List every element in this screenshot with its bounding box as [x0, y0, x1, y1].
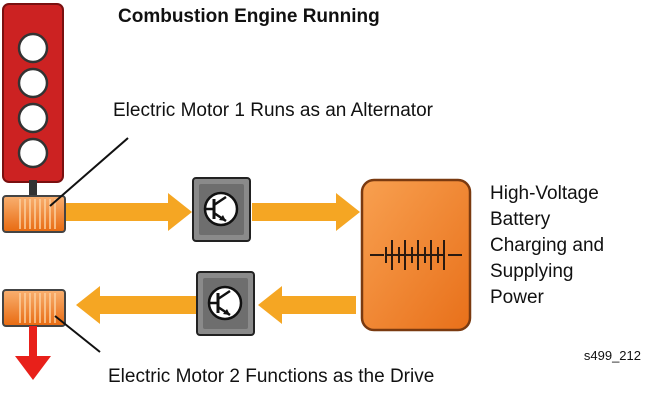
battery-label-line: Supplying [490, 261, 574, 282]
inverter1-transistor-icon [192, 177, 251, 242]
flow-arrow-inverter-to-battery [252, 193, 360, 231]
motor2-icon [2, 289, 66, 327]
motor2-label: Electric Motor 2 Functions as the Drive [108, 366, 435, 387]
battery-label-line: Battery [490, 209, 551, 230]
motor2-leader-line [54, 315, 101, 353]
motor1-label: Electric Motor 1 Runs as an Alternator [113, 100, 433, 121]
battery-label-line: Charging and [490, 235, 605, 256]
figure-id: s499_212 [583, 348, 641, 363]
flow-arrow-battery-to-inverter [258, 286, 356, 324]
motor1-icon [2, 195, 66, 233]
battery-label: High-Voltage Battery Charging and Supply… [490, 181, 650, 311]
engine-icon [2, 3, 64, 200]
battery-label-line: High-Voltage [490, 183, 599, 204]
flow-arrow-inverter-to-motor2 [76, 286, 196, 324]
flow-arrow-motor1-to-inverter [66, 193, 192, 231]
battery-icon [360, 178, 472, 332]
motor1-leader-line [49, 137, 129, 207]
diagram-title: Combustion Engine Running [118, 6, 380, 27]
battery-label-line: Power [490, 287, 544, 308]
drive-down-arrow-icon [15, 326, 51, 380]
inverter2-transistor-icon [196, 271, 255, 336]
